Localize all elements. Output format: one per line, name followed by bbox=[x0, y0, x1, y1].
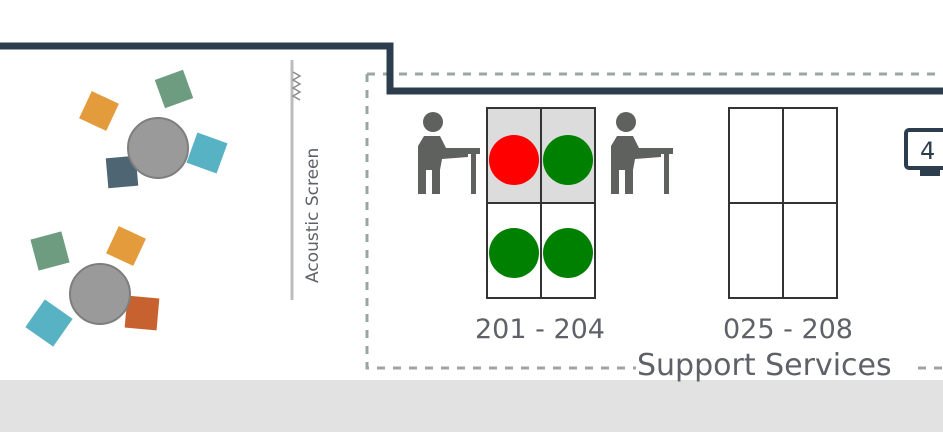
desk[interactable] bbox=[782, 107, 838, 204]
desk-available-marker[interactable] bbox=[489, 228, 539, 278]
meeting-table-cluster bbox=[79, 69, 228, 189]
desk-available-marker[interactable] bbox=[543, 135, 593, 185]
chair bbox=[124, 295, 160, 331]
wall bbox=[0, 42, 943, 95]
desk-available-marker[interactable] bbox=[543, 228, 593, 278]
chair bbox=[79, 91, 119, 131]
round-table bbox=[127, 117, 189, 179]
zone-label: Support Services bbox=[637, 348, 892, 383]
acoustic-screen: Acoustic Screen bbox=[290, 60, 323, 300]
support-services-boundary bbox=[365, 72, 943, 370]
chair bbox=[30, 231, 70, 271]
chair bbox=[105, 155, 139, 189]
desk[interactable] bbox=[782, 202, 838, 299]
desk-group-201-204 bbox=[486, 107, 596, 299]
standing-desk-icon bbox=[611, 112, 673, 194]
meeting-table-cluster bbox=[25, 226, 160, 347]
chair bbox=[106, 226, 146, 266]
desk[interactable] bbox=[728, 107, 784, 204]
floor-strip bbox=[0, 380, 943, 432]
desk-group-label: 025 - 208 bbox=[723, 314, 853, 345]
chair bbox=[25, 299, 73, 347]
round-table bbox=[69, 263, 131, 325]
desk-group-label: 201 - 204 bbox=[475, 314, 605, 345]
acoustic-screen-label: Acoustic Screen bbox=[303, 148, 323, 283]
chair bbox=[154, 69, 194, 109]
standing-desk-icon bbox=[418, 112, 480, 194]
desk[interactable] bbox=[728, 202, 784, 299]
monitor-icon: 4 bbox=[904, 128, 943, 176]
zone-label-background bbox=[636, 350, 918, 380]
desk-booked-marker[interactable] bbox=[489, 135, 539, 185]
monitor-number: 4 bbox=[920, 137, 935, 165]
desk-group-025-208 bbox=[728, 107, 838, 299]
chair bbox=[186, 132, 228, 174]
